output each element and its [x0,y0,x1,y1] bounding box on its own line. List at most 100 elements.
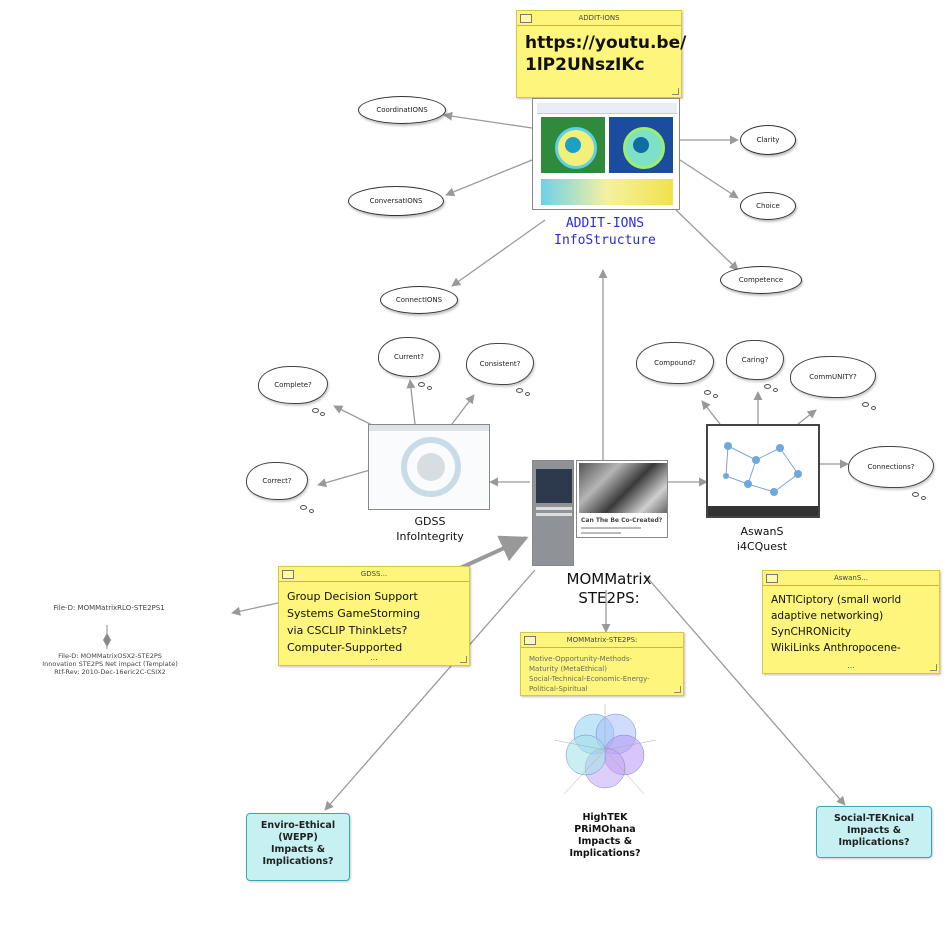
cloud-community[interactable]: CommUNITY? [790,356,876,398]
url-line-1[interactable]: https://youtu.be/ [525,33,687,53]
note-line: ANTICiptory (small world [771,594,902,606]
cloud-tail [525,392,530,396]
note-title-bar: AswanS... [763,571,939,586]
gdss-label: GDSS InfoIntegrity [370,514,490,544]
cloud-label: Current? [393,353,424,361]
cloud-connections[interactable]: Connections? [848,446,934,488]
resize-handle-icon[interactable] [674,686,681,693]
note-line: Group Decision Support [287,590,418,603]
oval-choice[interactable]: Choice [740,192,796,220]
center-side-image[interactable] [532,460,574,566]
aswan-image[interactable] [706,424,820,518]
note-title: AswanS... [833,574,868,582]
note-title-bar: ADDIT-IONS [517,11,681,26]
center-label: MOMMatrix STE2PS: [534,570,684,608]
gdss-note[interactable]: GDSS... Group Decision Support Systems G… [278,566,470,666]
note-line: WikiLinks Anthropocene- [771,642,901,654]
cloud-current[interactable]: Current? [378,337,440,377]
note-more: ... [847,661,855,670]
note-body: Group Decision Support Systems GameStorm… [279,582,469,662]
resize-handle-icon[interactable] [672,88,679,95]
center-main-image[interactable]: Can The Be Co-Created? [576,460,668,538]
cloud-label: Correct? [262,477,292,485]
blue-panel [609,117,673,173]
gdss-label-line-2: InfoIntegrity [396,530,464,543]
file-ref-bottom[interactable]: File-D: MOMMatrixOSX2-STE2PS Innovation … [12,652,208,676]
hightek-line: Impacts & [577,836,633,847]
file-ref-line: Rtf-Rev: 2010-Dec-16eric2C-CSIX2 [54,668,166,676]
cloud-complete[interactable]: Complete? [258,366,328,404]
addit-label-line-1: ADDIT-IONS [565,216,645,231]
impact-line: Social-TEKnical [833,813,915,824]
impact-line: (WEPP) [278,832,318,843]
cloud-tail [320,412,325,416]
hightek-label: HighTEK PRiMOhana Impacts & Implications… [540,812,670,860]
note-collapse-icon[interactable] [282,570,294,579]
note-title-bar: GDSS... [279,567,469,582]
cloud-label: Compound? [654,359,696,367]
cloud-consistent[interactable]: Consistent? [466,343,534,385]
note-line: Social-Technical-Economic-Energy- [529,675,650,683]
aswan-label-line-2: i4CQuest [736,540,788,553]
note-line: adaptive networking) [771,610,884,622]
addit-label-line-2: InfoStructure [554,233,656,248]
impact-line: Impacts & [846,825,902,836]
cloud-tail [773,388,778,392]
enviro-impact-box[interactable]: Enviro-Ethical (WEPP) Impacts & Implicat… [246,813,350,881]
note-collapse-icon[interactable] [520,14,532,23]
cloud-compound[interactable]: Compound? [636,342,714,384]
aswan-label-line-1: AswanS [740,525,784,538]
note-title: ADDIT-IONS [578,14,620,22]
note-body: ANTICiptory (small world adaptive networ… [763,586,939,662]
addit-image[interactable] [532,98,680,210]
note-more: ... [370,653,378,662]
cloud-tail [862,402,869,407]
cloud-label: Caring? [741,356,769,364]
note-line: SynCHRONicity [771,626,852,638]
addit-url-note[interactable]: ADDIT-IONS https://youtu.be/ 1lP2UNszIKc [516,10,687,98]
note-body: Motive-Opportunity-Methods- Maturity (Me… [521,648,683,700]
ring-graphic [401,437,461,497]
impact-line: Impacts & [270,844,326,855]
note-body: https://youtu.be/ 1lP2UNszIKc [517,26,687,82]
oval-connections[interactable]: ConnectIONS [380,286,458,314]
cloud-caring[interactable]: Caring? [726,340,784,380]
addit-label: ADDIT-IONS InfoStructure [520,215,690,249]
note-line: Political-Spiritual [529,685,588,693]
gdss-label-line-1: GDSS [414,515,446,528]
aswan-label: AswanS i4CQuest [700,524,824,554]
impact-line: Implications? [262,856,334,867]
oval-coordinations[interactable]: CoordinatIONS [358,96,446,124]
social-impact-box[interactable]: Social-TEKnical Impacts & Implications? [816,806,932,858]
cloud-tail [427,386,432,390]
note-collapse-icon[interactable] [524,636,536,645]
note-title: GDSS... [360,570,388,578]
oval-competence[interactable]: Competence [720,266,802,294]
cloud-tail [871,406,876,410]
cloud-tail [704,390,711,395]
impact-line: Implications? [838,837,910,848]
gdss-image[interactable] [368,424,490,510]
note-line: Computer-Supported [287,641,403,654]
network-graphic [708,442,818,516]
oval-clarity[interactable]: Clarity [740,125,796,155]
aswan-note[interactable]: AswanS... ANTICiptory (small world adapt… [762,570,940,674]
resize-handle-icon[interactable] [930,664,937,671]
cloud-tail [713,394,718,398]
file-ref-top[interactable]: File-D: MOMMatrixRLO-STE2PS1 [53,604,165,612]
note-collapse-icon[interactable] [766,574,778,583]
cloud-correct[interactable]: Correct? [246,462,308,500]
flower-petal [565,734,607,776]
impact-line: Enviro-Ethical [260,820,336,831]
cloud-tail [312,408,319,413]
oval-conversations[interactable]: ConversatIONS [348,186,444,216]
url-line-2[interactable]: 1lP2UNszIKc [525,55,645,75]
resize-handle-icon[interactable] [460,656,467,663]
cloud-label: Consistent? [479,360,521,368]
file-ref-line: Innovation STE2PS Net impact (Template) [42,660,178,668]
mom-note[interactable]: MOMMatrix-STE2PS: Motive-Opportunity-Met… [520,632,684,696]
note-line: Maturity (MetaEthical) [529,665,607,673]
mountain-photo [579,463,667,513]
green-panel [541,117,605,173]
hightek-flower-image[interactable] [548,700,664,800]
